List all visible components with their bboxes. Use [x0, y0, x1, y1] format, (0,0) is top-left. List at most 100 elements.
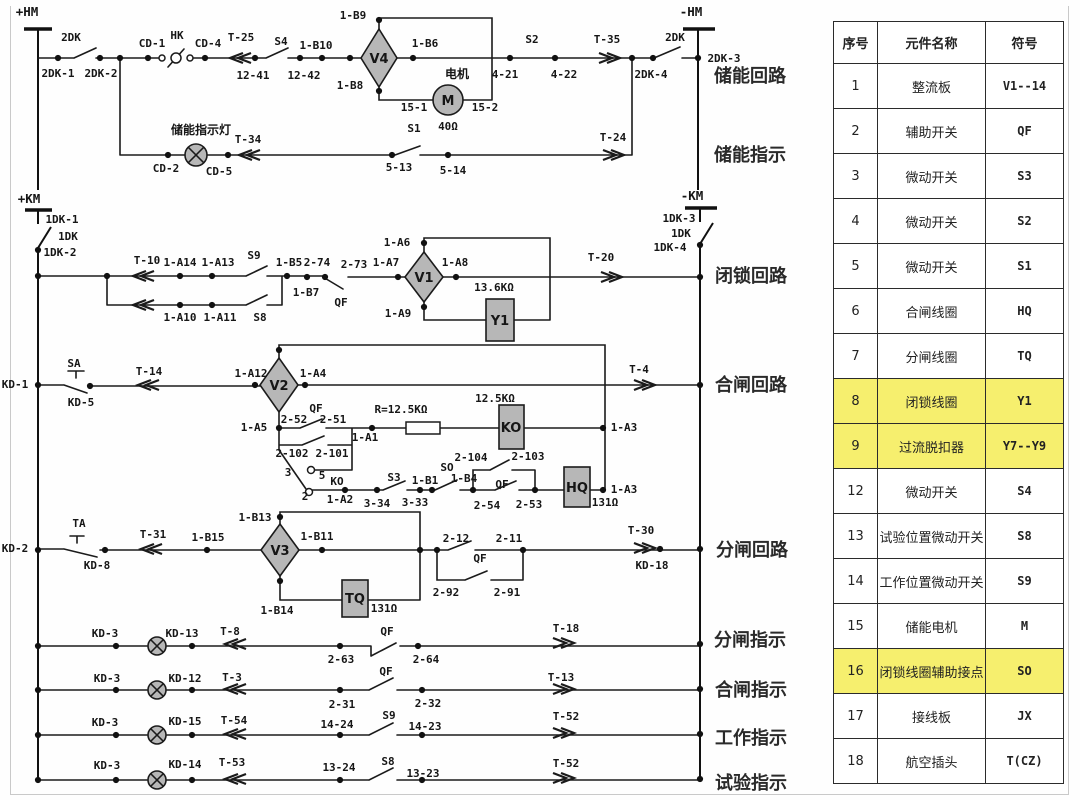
junction-dot	[275, 346, 283, 354]
component-label: HQ	[566, 481, 588, 496]
junction-dot	[696, 273, 704, 281]
wire-arrow-right	[633, 541, 659, 555]
wire-label: 15-1	[401, 101, 428, 114]
wire-arrow-right	[602, 148, 628, 162]
cell-no: 12	[833, 468, 878, 514]
wire-label: 13-23	[406, 767, 439, 780]
indicator-lamps	[147, 143, 208, 790]
cell-symbol: S2	[985, 198, 1064, 244]
wire-label: 40Ω	[438, 120, 458, 133]
wire-label: TA	[72, 517, 86, 530]
wire-arrow-right	[552, 771, 578, 785]
junction-dot	[394, 273, 402, 281]
junction-dot	[628, 54, 636, 62]
junction-dot	[96, 54, 104, 62]
wire-label: S2	[525, 33, 538, 46]
wire-label: +HM	[16, 4, 39, 19]
component-label: V4	[369, 52, 388, 67]
cell-symbol: S8	[985, 513, 1064, 559]
junction-dot	[696, 381, 704, 389]
terminal-ring	[186, 54, 194, 62]
junction-dot	[34, 272, 42, 280]
cell-symbol: M	[985, 603, 1064, 649]
wire-label: 1DK	[671, 227, 691, 240]
component-label: V3	[270, 544, 289, 559]
lamp-cross	[187, 146, 205, 164]
junction-dot	[336, 731, 344, 739]
cell-name: 微动开关	[877, 153, 986, 199]
wire-label: T-18	[553, 622, 580, 635]
junction-dot	[696, 545, 704, 553]
wire-label: 5-13	[386, 161, 413, 174]
junction-dot	[321, 273, 329, 281]
junction-dot	[208, 272, 216, 280]
wire-label: T-34	[235, 133, 262, 146]
wire-label: -HM	[680, 4, 703, 19]
junction-dot	[224, 151, 232, 159]
junction-dot	[388, 151, 396, 159]
wire-label: CD-5	[206, 165, 233, 178]
wire-label: 2-52	[281, 413, 308, 426]
junction-dot	[276, 577, 284, 585]
section-label: 试验指示	[715, 772, 787, 794]
wire-label: 1-B11	[300, 530, 333, 543]
cell-name: 试验位置微动开关	[877, 513, 986, 559]
wire-label: T-52	[553, 710, 580, 723]
wire-label: 2-102	[275, 447, 308, 460]
wire-label: KD-14	[168, 758, 201, 771]
page-border-left	[10, 6, 11, 795]
cell-no: 16	[833, 648, 878, 694]
junction-dot	[694, 54, 702, 62]
junction-dot	[188, 776, 196, 784]
wire-arrow-left	[235, 148, 261, 162]
wire-arrow-right	[600, 270, 626, 284]
wire-label: S9	[382, 709, 395, 722]
junction-dot	[112, 686, 120, 694]
wire-label: R=12.5KΩ	[375, 403, 428, 416]
wire-label: 1-B13	[238, 511, 271, 524]
wire-label: KD-3	[92, 716, 119, 729]
junction-dots-opening	[34, 513, 704, 585]
wire-label: 13.6KΩ	[474, 281, 514, 294]
wire-label: 1-A9	[385, 307, 412, 320]
storage-circuit-wires	[37, 17, 699, 156]
wire-label: KD-18	[635, 559, 668, 572]
indicator-rows-wires	[37, 642, 701, 781]
cell-symbol: V1--14	[985, 63, 1064, 109]
wire-label: T-8	[220, 625, 240, 638]
junction-dot	[696, 730, 704, 738]
wire-label: KD-2	[2, 542, 29, 555]
cell-symbol: S4	[985, 468, 1064, 514]
rectifier-v1	[403, 250, 445, 304]
cell-symbol: Y1	[985, 378, 1064, 424]
wire-label: T-4	[629, 363, 649, 376]
wire-label: 1-B14	[260, 604, 293, 617]
junction-dot	[341, 486, 349, 494]
junction-dot	[201, 54, 209, 62]
section-label: 工作指示	[715, 727, 787, 749]
wire-label: 3	[285, 466, 292, 479]
wire-label: KD-13	[165, 627, 198, 640]
junction-dot	[418, 776, 426, 784]
cell-no: 6	[833, 288, 878, 334]
wire-label: T-20	[588, 251, 615, 264]
wire-label: 2DK	[665, 31, 685, 44]
wire-label: 电机	[445, 66, 469, 81]
junction-dot	[164, 151, 172, 159]
bus-km-plus	[25, 208, 52, 780]
resistor-12k5	[405, 421, 441, 435]
lamp-cross	[150, 773, 164, 787]
wire-label: T-25	[228, 31, 255, 44]
wire-label: 1DK	[58, 230, 78, 243]
terminal-ring	[170, 52, 182, 64]
wire-label: 2-74	[304, 256, 331, 269]
wire-label: 1DK-2	[43, 246, 76, 259]
wire-label: 1-B10	[299, 39, 332, 52]
